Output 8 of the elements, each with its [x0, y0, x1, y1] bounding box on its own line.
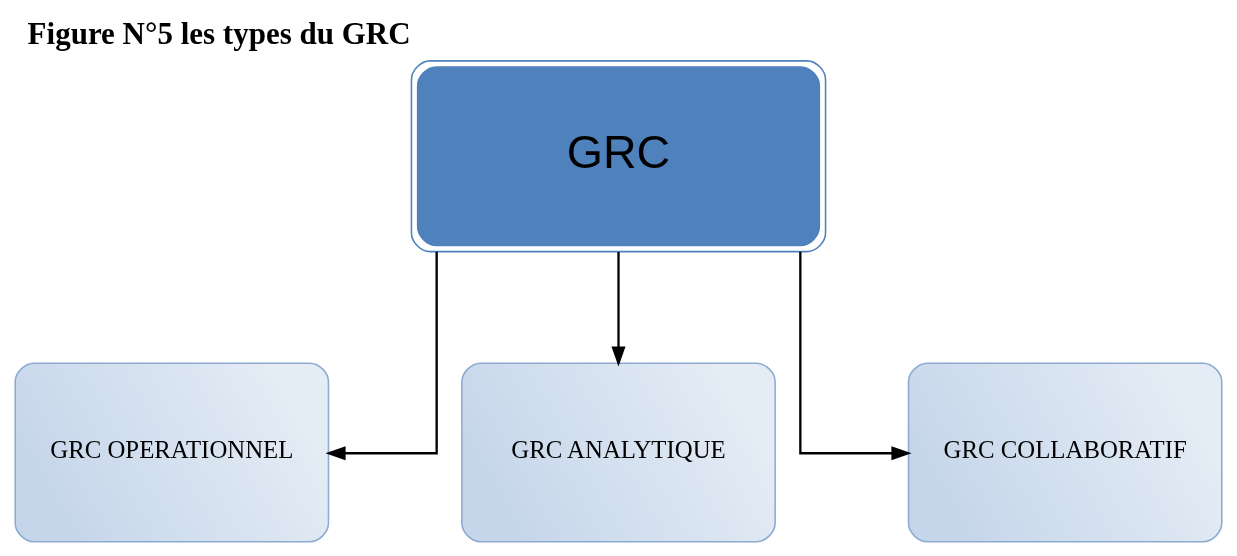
- arrow: [611, 252, 626, 367]
- node-box: GRC COLLABORATIF: [907, 362, 1223, 543]
- node-box: GRC ANALYTIQUE: [461, 362, 776, 543]
- arrow: [325, 251, 438, 461]
- arrow: [799, 251, 912, 461]
- node-box: GRC OPERATIONNEL: [14, 362, 330, 543]
- node-box: GRC: [410, 60, 827, 253]
- diagram-title: Figure N°5 les types du GRC: [27, 15, 411, 51]
